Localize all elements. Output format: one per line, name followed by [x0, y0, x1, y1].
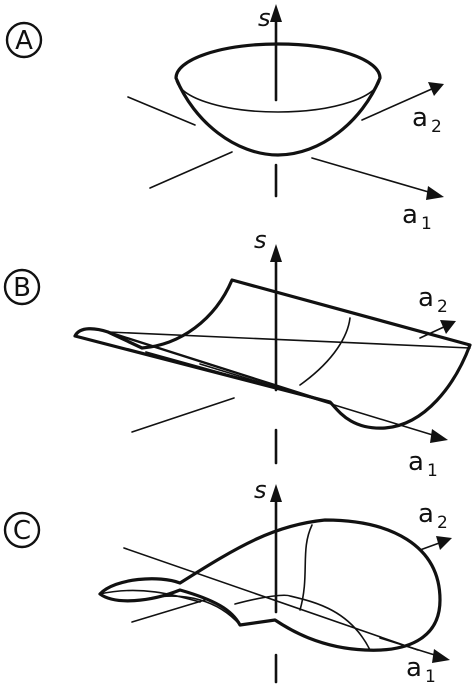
s-axis-arrowhead: [270, 4, 282, 22]
a1-axis: [199, 363, 437, 437]
bowl-rim-front: [175, 77, 381, 113]
parabolic-trough: [73, 278, 472, 430]
s-axis-label: s: [258, 4, 271, 32]
saddle-lower-edge: [149, 595, 241, 626]
saddle-a2-section: [299, 524, 313, 611]
trough-section-curve: [299, 317, 351, 386]
a2-arrowhead: [440, 320, 456, 334]
a2-axis: [419, 325, 447, 339]
panel-a-letter: A: [15, 26, 33, 56]
a2-axis: [361, 87, 435, 121]
a1-arrowhead: [426, 186, 444, 200]
trough-inner-axis: [107, 331, 471, 349]
saddle-inner-axis: [123, 547, 419, 651]
a2-arrowhead: [436, 536, 452, 550]
panel-a-label: A: [5, 21, 43, 59]
a1-arrowhead: [430, 429, 448, 443]
panel-c-label: C: [3, 511, 41, 549]
saddle-a1-section: [234, 594, 371, 651]
a2-axis-back: [127, 96, 196, 126]
a1-axis: [379, 637, 439, 657]
saddle-surface: [98, 518, 442, 652]
s-axis-arrowhead: [270, 484, 282, 502]
paraboloid-bowl: [174, 42, 382, 157]
a1-axis: [311, 157, 433, 194]
panel-c-letter: C: [13, 516, 31, 546]
a2-arrowhead: [428, 82, 444, 96]
a2-axis-back: [131, 397, 235, 433]
a1-axis-back: [149, 151, 233, 189]
saddle-fold: [99, 589, 201, 603]
panel-b-label: B: [3, 268, 41, 306]
s-axis-label: s: [254, 226, 267, 254]
trough-bottom-edge: [106, 330, 330, 404]
a1-arrowhead: [432, 649, 450, 663]
panel-b-letter: B: [13, 273, 31, 303]
s-axis-arrowhead: [270, 244, 282, 262]
s-axis-label: s: [254, 476, 267, 504]
